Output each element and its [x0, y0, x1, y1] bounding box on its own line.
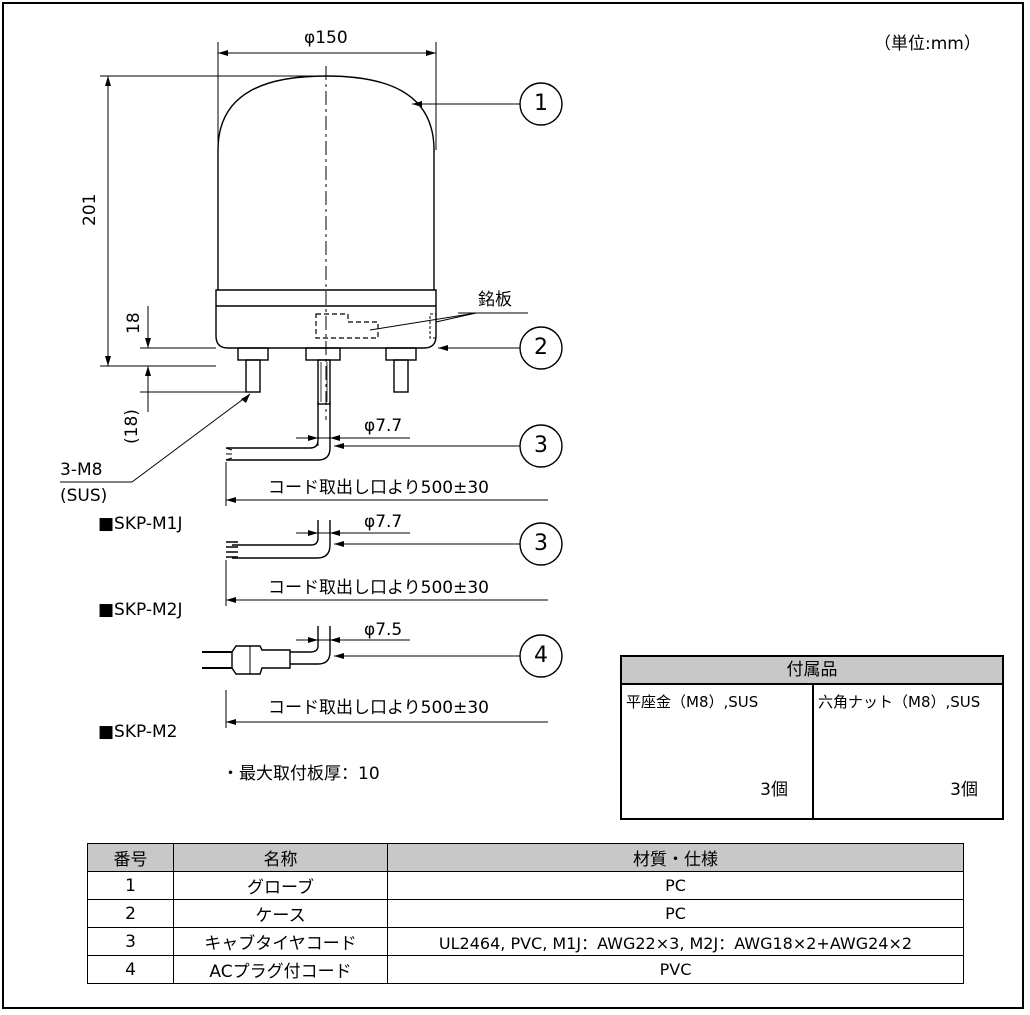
- cable-2-bend: [232, 520, 331, 559]
- stud-boss-right: [385, 347, 417, 361]
- accessory-hex-nut: 六角ナット（M8）,SUS 3個: [814, 685, 1002, 818]
- cable-1-bend: [226, 402, 331, 461]
- model-label-m1j: ■SKP-M1J: [98, 514, 183, 534]
- header-spec: 材質・仕様: [387, 843, 964, 872]
- header-name: 名称: [173, 843, 388, 872]
- table-row: 1 グローブ PC: [87, 871, 964, 900]
- table-row: 4 ACプラグ付コード PVC: [87, 955, 964, 984]
- callout-circle-4: [519, 634, 563, 678]
- table-row: 2 ケース PC: [87, 899, 964, 928]
- case-height-dimension: 18: [124, 312, 144, 334]
- cable-boss: [305, 347, 341, 361]
- callout-label-3b: 3: [534, 531, 548, 556]
- nameplate-outline: [315, 313, 379, 339]
- cell-number: 4: [87, 955, 174, 984]
- stud-label: 3-M8: [60, 460, 103, 480]
- cable-diameter-1: φ7.7: [364, 416, 403, 436]
- accessory-qty: 3個: [760, 780, 788, 800]
- stud-material-label: (SUS): [60, 486, 108, 506]
- table-row: 3 キャブタイヤコード UL2464, PVC, M1J：AWG22×3, M2…: [87, 927, 964, 956]
- callout-circle-3b: [519, 522, 563, 566]
- accessories-box: 付属品 平座金（M8）,SUS 3個 六角ナット（M8）,SUS 3個: [620, 655, 1004, 820]
- diameter-dimension: φ150: [304, 28, 348, 48]
- nameplate-side-mark: [429, 313, 437, 339]
- cord-length-2: コード取出し口より500±30: [268, 578, 489, 598]
- model-label-m2: ■SKP-M2: [98, 722, 178, 742]
- cell-name: キャブタイヤコード: [173, 927, 388, 956]
- parts-table: 番号 名称 材質・仕様 1 グローブ PC 2 ケース PC 3 キャブタイヤコ…: [87, 843, 964, 984]
- cable-diameter-3: φ7.5: [364, 620, 403, 640]
- model-label-m2j: ■SKP-M2J: [98, 600, 183, 620]
- callout-circle-1: [519, 82, 563, 126]
- callout-circle-3a: [519, 424, 563, 468]
- cell-spec: PC: [387, 871, 964, 900]
- nameplate-label: 銘板: [478, 290, 512, 310]
- accessory-name: 六角ナット（M8）,SUS: [818, 693, 981, 711]
- cord-length-3: コード取出し口より500±30: [268, 698, 489, 718]
- cell-number: 2: [87, 899, 174, 928]
- height-dimension: 201: [80, 193, 100, 226]
- callout-circle-2: [519, 326, 563, 370]
- max-plate-thickness-note: ・最大取付板厚：10: [222, 764, 380, 784]
- cell-spec: PVC: [387, 955, 964, 984]
- header-number: 番号: [87, 843, 174, 872]
- callout-label-2: 2: [534, 335, 548, 360]
- cord-length-1: コード取出し口より500±30: [268, 478, 489, 498]
- cable-diameter-2: φ7.7: [364, 512, 403, 532]
- unit-note: （単位:mm）: [874, 34, 981, 54]
- cell-spec: UL2464, PVC, M1J：AWG22×3, M2J：AWG18×2+AW…: [387, 927, 964, 956]
- case-outline: [215, 289, 437, 349]
- stud-boss-left: [237, 347, 269, 361]
- callout-label-1: 1: [534, 91, 548, 116]
- callout-label-4: 4: [534, 643, 548, 668]
- cell-name: グローブ: [173, 871, 388, 900]
- cell-name: ケース: [173, 899, 388, 928]
- accessory-name: 平座金（M8）,SUS: [626, 693, 759, 711]
- globe-outline: [217, 75, 435, 290]
- accessories-title: 付属品: [622, 657, 1002, 685]
- ac-plug: [231, 645, 291, 675]
- table-header-row: 番号 名称 材質・仕様: [87, 843, 964, 872]
- cell-number: 1: [87, 871, 174, 900]
- stud-right: [393, 359, 409, 393]
- callout-label-3a: 3: [534, 433, 548, 458]
- stud-length-dimension: (18): [122, 409, 142, 444]
- stud-left: [245, 359, 261, 393]
- accessory-washer: 平座金（M8）,SUS 3個: [622, 685, 814, 818]
- cell-name: ACプラグ付コード: [173, 955, 388, 984]
- cell-spec: PC: [387, 899, 964, 928]
- accessory-qty: 3個: [950, 780, 978, 800]
- cell-number: 3: [87, 927, 174, 956]
- cable-exit: [317, 359, 331, 405]
- cable-3-bend: [290, 626, 331, 665]
